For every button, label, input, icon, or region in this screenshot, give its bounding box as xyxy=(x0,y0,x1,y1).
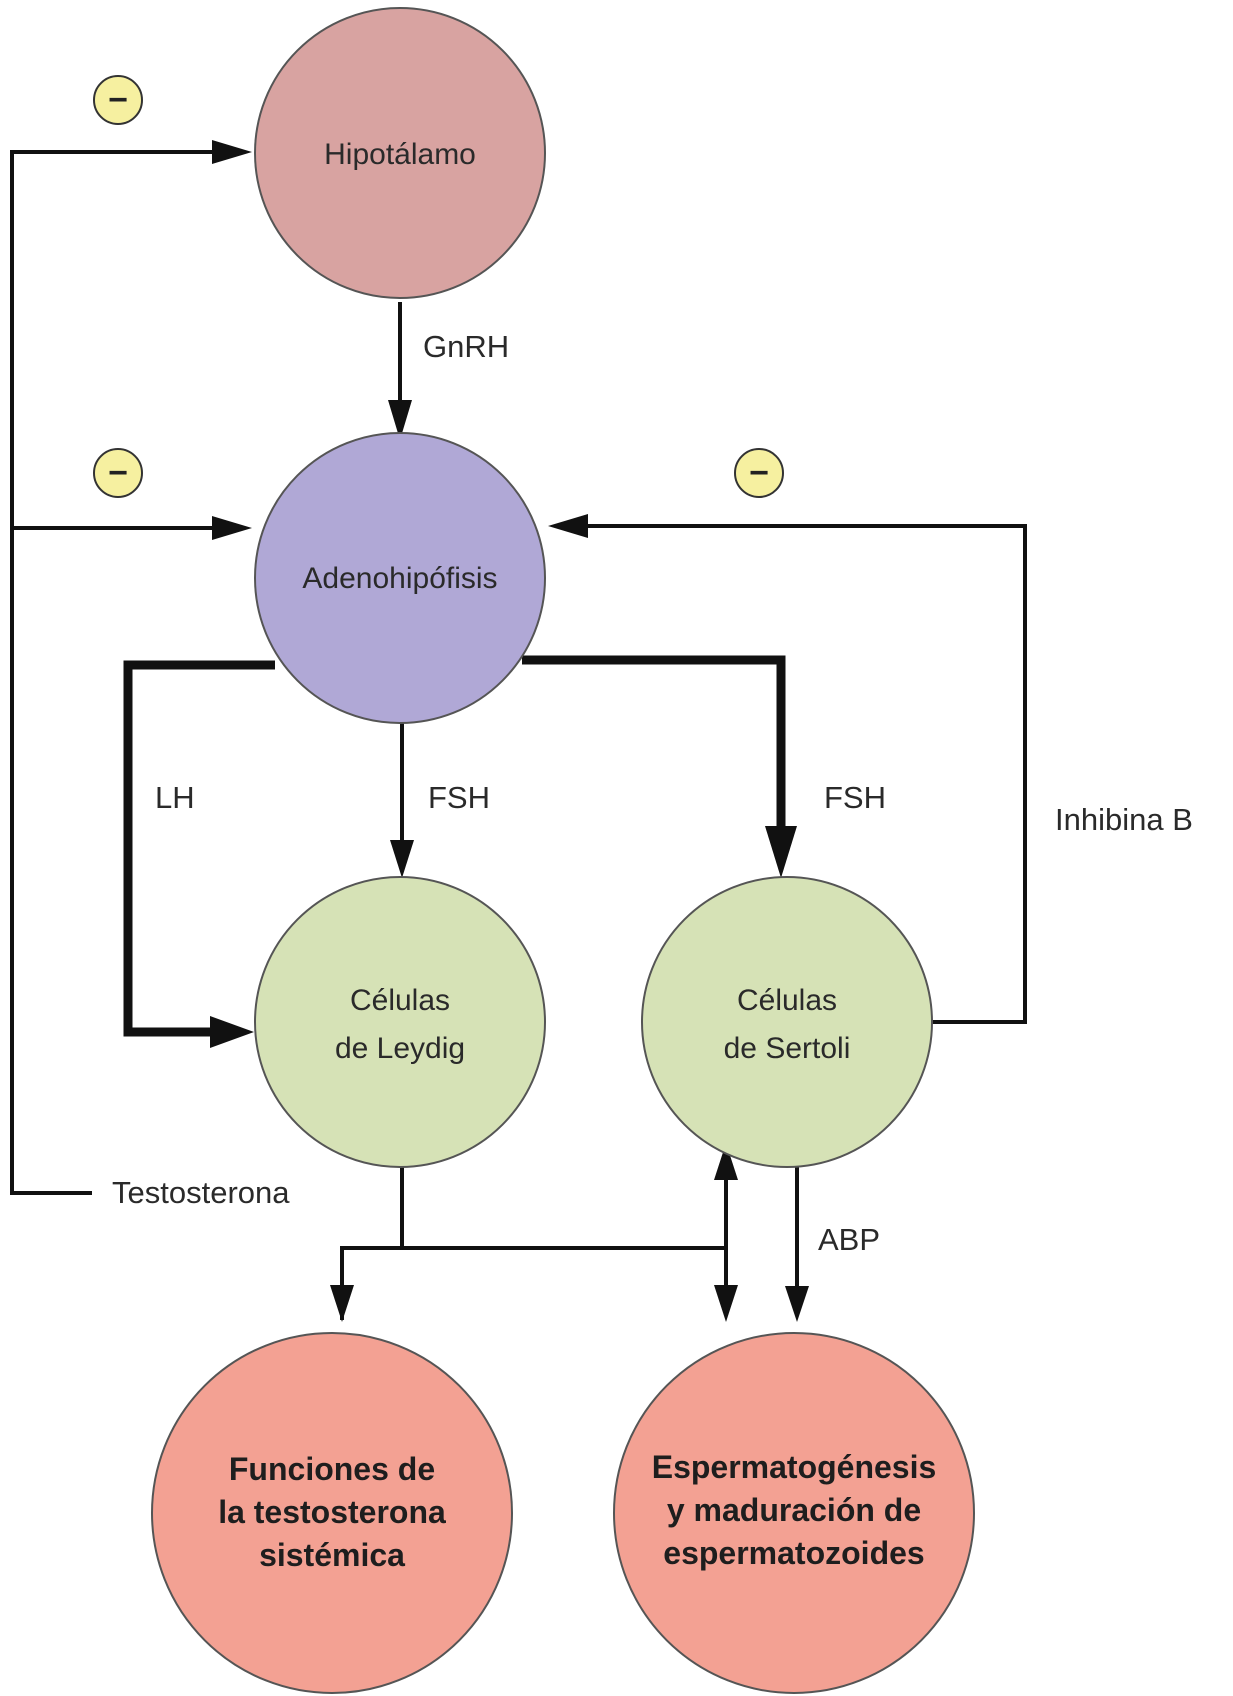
arrowhead xyxy=(548,514,588,538)
funciones-label-line3: sistémica xyxy=(259,1537,405,1573)
fsh-leydig-label: FSH xyxy=(428,780,490,815)
testosterone-distribution-line xyxy=(340,1246,726,1320)
arrowhead xyxy=(212,140,252,164)
espermatogenesis-label-line2: y maduración de xyxy=(667,1492,921,1528)
minus-icon xyxy=(93,448,143,498)
arrowhead xyxy=(212,516,252,540)
adenohipofisis-circle xyxy=(254,432,546,724)
arrowhead xyxy=(714,1143,738,1180)
testosterone-feedback-hypothalamus xyxy=(10,150,240,1195)
connections xyxy=(10,140,1027,1322)
arrowhead xyxy=(390,840,414,878)
gnrh-label: GnRH xyxy=(423,329,509,364)
node-hipotalamo: Hipotálamo xyxy=(254,7,546,299)
adenohipofisis-label: Adenohipófisis xyxy=(302,562,497,595)
minus-sign: − xyxy=(108,81,128,119)
abp-label: ABP xyxy=(818,1222,880,1257)
minus-sign: − xyxy=(749,454,769,492)
node-espermatogenesis: Espermatogénesis y maduración de esperma… xyxy=(613,1332,975,1694)
arrowhead xyxy=(765,826,797,878)
espermatogenesis-label-line3: espermatozoides xyxy=(663,1535,924,1571)
minus-icon xyxy=(93,75,143,125)
inhibin-b-feedback xyxy=(580,524,1027,1024)
fsh-sertoli-label: FSH xyxy=(824,780,886,815)
hipotalamo-label: Hipotálamo xyxy=(324,138,476,171)
hipotalamo-circle xyxy=(254,7,546,299)
inhibition-badge-hypothalamus: − xyxy=(93,75,143,125)
leydig-circle xyxy=(254,876,546,1168)
sertoli-label-line2: de Sertoli xyxy=(724,1032,851,1065)
testosterona-label: Testosterona xyxy=(112,1175,290,1210)
sertoli-label-line1: Células xyxy=(737,984,837,1017)
inhibition-badge-pituitary-testosterone: − xyxy=(93,448,143,498)
espermatogenesis-label-line1: Espermatogénesis xyxy=(652,1449,937,1485)
arrowhead xyxy=(785,1286,809,1322)
leydig-label-line1: Células xyxy=(350,984,450,1017)
arrowhead xyxy=(330,1285,354,1322)
arrowhead xyxy=(388,400,412,440)
inhibition-badge-pituitary-inhibin: − xyxy=(734,448,784,498)
funciones-circle xyxy=(151,1332,513,1694)
node-sertoli: Células de Sertoli xyxy=(641,876,933,1168)
funciones-label-line1: Funciones de xyxy=(229,1451,435,1487)
minus-icon xyxy=(734,448,784,498)
sertoli-circle xyxy=(641,876,933,1168)
espermatogenesis-circle xyxy=(613,1332,975,1694)
minus-sign: − xyxy=(108,454,128,492)
node-leydig: Células de Leydig xyxy=(254,876,546,1168)
arrowhead xyxy=(210,1016,254,1048)
fsh-sertoli-arrow xyxy=(522,655,786,830)
lh-label: LH xyxy=(155,780,195,815)
arrowhead xyxy=(714,1285,738,1322)
lh-arrow xyxy=(123,660,275,1037)
funciones-label-line2: la testosterona xyxy=(218,1494,446,1530)
inhibina-label: Inhibina B xyxy=(1055,802,1193,837)
leydig-label-line2: de Leydig xyxy=(335,1032,465,1065)
node-funciones: Funciones de la testosterona sistémica xyxy=(151,1332,513,1694)
node-adenohipofisis: Adenohipófisis xyxy=(254,432,546,724)
